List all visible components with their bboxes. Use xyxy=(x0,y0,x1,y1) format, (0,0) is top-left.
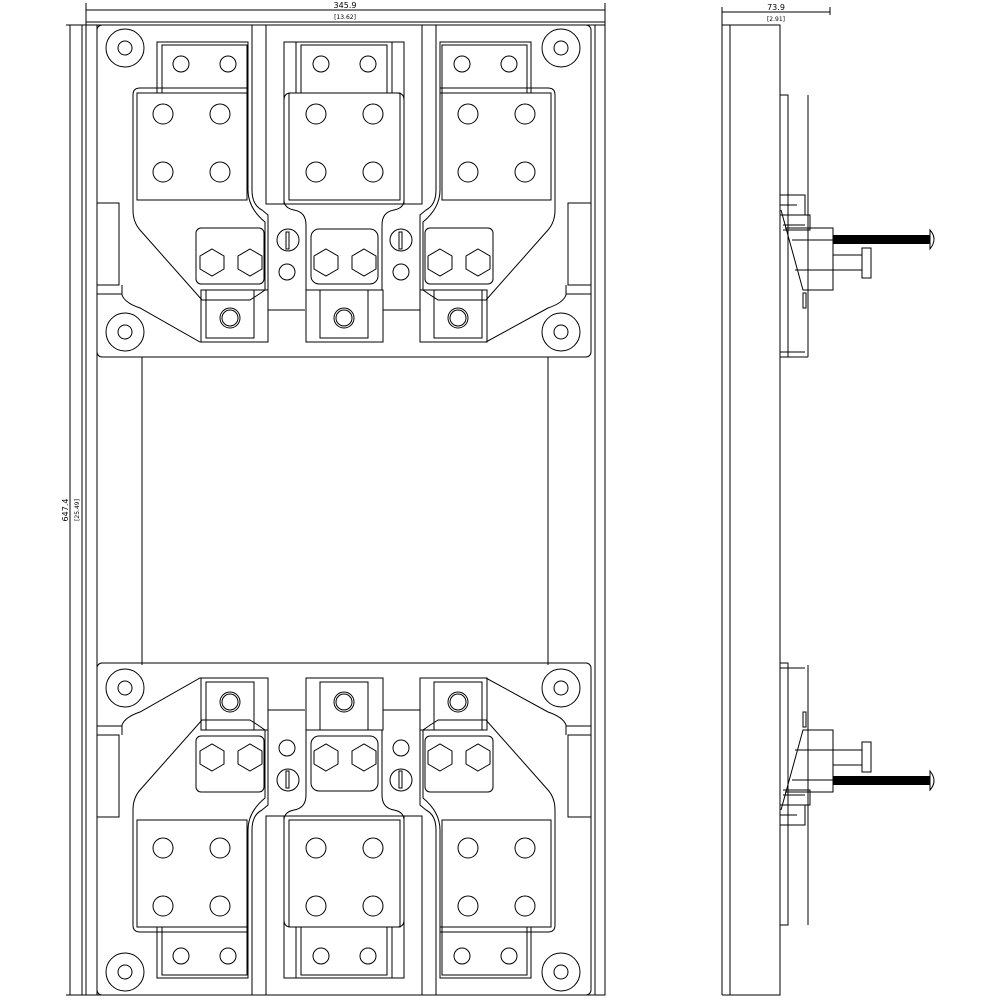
height-dimension: 647.4 [25.49] xyxy=(61,24,86,996)
depth-dimension: 73.9 [2.91] xyxy=(721,3,831,25)
width-value-inch: [13.62] xyxy=(334,14,356,21)
width-dimension: 345.9 [13.62] xyxy=(85,1,606,25)
side-bottom-bolt xyxy=(779,662,935,926)
height-value: 647.4 xyxy=(61,499,70,522)
side-top-bolt xyxy=(779,94,935,358)
side-view xyxy=(721,24,935,996)
bottom-terminal-module xyxy=(96,662,592,996)
top-terminal-module xyxy=(96,24,592,358)
depth-value: 73.9 xyxy=(767,3,785,12)
height-value-inch: [25.49] xyxy=(74,499,81,521)
depth-value-inch: [2.91] xyxy=(767,16,785,23)
front-view xyxy=(85,24,606,996)
width-value: 345.9 xyxy=(334,1,357,10)
outer-frame xyxy=(85,24,606,996)
